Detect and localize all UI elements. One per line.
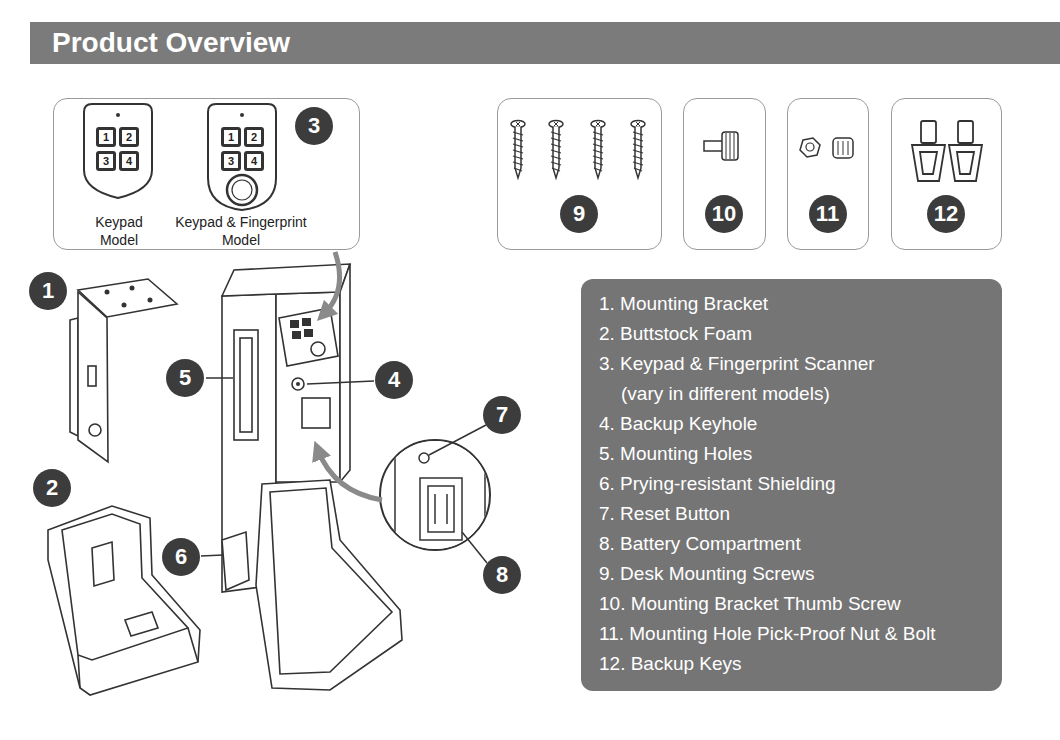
legend-item: 6. Prying-resistant Shielding: [599, 469, 988, 499]
callout-number: 11: [809, 195, 847, 233]
keypad-digit: 2: [121, 129, 137, 145]
callout-number: 7: [483, 396, 521, 434]
part-box: 12: [891, 98, 1002, 250]
caption: Keypad Model: [84, 213, 154, 249]
keypad-digit: 1: [98, 129, 114, 145]
legend-item: 7. Reset Button: [599, 499, 988, 529]
caption: Keypad & Fingerprint Model: [161, 213, 321, 249]
callout-circle: 7: [483, 396, 521, 434]
callout-number: 2: [33, 469, 71, 507]
legend-item: 1. Mounting Bracket: [599, 289, 988, 319]
legend-item: 3. Keypad & Fingerprint Scanner (vary in…: [599, 349, 901, 409]
keypad-digit: 3: [223, 153, 239, 169]
keypad-digit: 3: [98, 153, 114, 169]
title: Product Overview: [52, 27, 290, 59]
keypad-digit: 2: [246, 129, 262, 145]
callout-circle: 6: [162, 538, 200, 576]
callout-number: 6: [162, 538, 200, 576]
callout-circle: 8: [483, 556, 521, 594]
callout-circle: 4: [375, 361, 413, 399]
callout-number: 8: [483, 556, 521, 594]
callout-number: 9: [560, 195, 598, 233]
callout-number: 5: [166, 359, 204, 397]
legend-item: 5. Mounting Holes: [599, 439, 988, 469]
keypad-digit: 4: [121, 153, 137, 169]
legend-item: 10. Mounting Bracket Thumb Screw: [599, 589, 988, 619]
callout-circle: 1: [29, 272, 67, 310]
keypad-digit: 1: [223, 129, 239, 145]
legend-item: 4. Backup Keyhole: [599, 409, 988, 439]
legend-item: 2. Buttstock Foam: [599, 319, 988, 349]
part-box: 9: [497, 98, 662, 250]
callout-circle: 5: [166, 359, 204, 397]
callout-number: 4: [375, 361, 413, 399]
legend-item: 12. Backup Keys: [599, 649, 988, 679]
legend-item: 9. Desk Mounting Screws: [599, 559, 988, 589]
callout-number: 10: [705, 195, 743, 233]
legend-item: 8. Battery Compartment: [599, 529, 988, 559]
legend-item: 11. Mounting Hole Pick-Proof Nut & Bolt: [599, 619, 988, 649]
part-box: 11: [787, 98, 869, 250]
callout-number: 1: [29, 272, 67, 310]
part-box: 10: [683, 98, 766, 250]
callout-number: 3: [295, 107, 333, 145]
callout-circle: 2: [33, 469, 71, 507]
callout-number: 12: [927, 195, 965, 233]
keypad-digit: 4: [246, 153, 262, 169]
model-box: Keypad ModelKeypad & Fingerprint Model 3: [53, 98, 360, 250]
legend-panel: 1. Mounting Bracket2. Buttstock Foam3. K…: [581, 279, 1002, 691]
